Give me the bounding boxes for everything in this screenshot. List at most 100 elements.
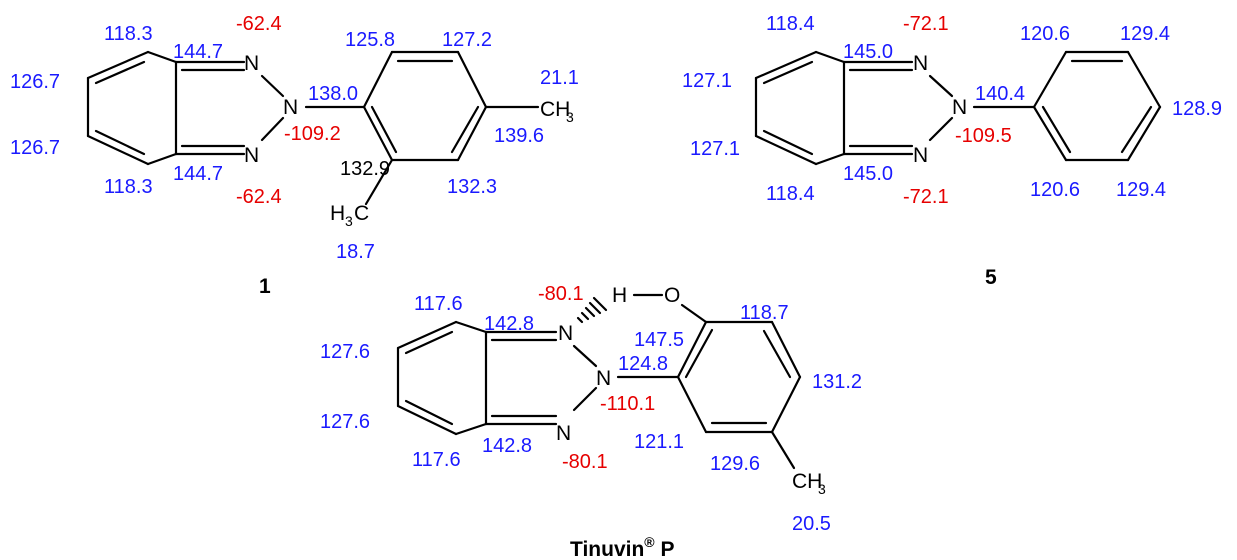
bond	[362, 105, 394, 162]
c13-shift: 127.6	[320, 411, 370, 433]
compound-5-structure	[754, 50, 1162, 166]
n15-shift: -80.1	[562, 451, 608, 473]
n15-shift: -72.1	[903, 186, 949, 208]
n1-atom: N	[244, 52, 259, 75]
c13-shift: 145.0	[843, 41, 893, 63]
bond	[676, 320, 708, 379]
bond	[754, 134, 818, 166]
n3-atom: N	[556, 422, 571, 445]
bond	[146, 50, 178, 64]
c13-shift: 132.9	[340, 158, 390, 180]
oxygen-atom: O	[664, 284, 680, 307]
n3-atom: N	[913, 144, 928, 167]
n2-atom: N	[952, 96, 967, 119]
compound-5-label: 5	[985, 266, 997, 289]
bond	[928, 74, 954, 98]
bond	[770, 430, 796, 470]
c13-shift: 118.4	[766, 13, 815, 35]
c13-shift: 127.1	[690, 138, 740, 160]
bond	[456, 50, 488, 109]
bond	[404, 330, 454, 355]
bond	[1041, 105, 1072, 154]
compound-1-structure	[86, 50, 540, 206]
bond	[86, 50, 150, 80]
hydrogen-bond-hash	[576, 296, 608, 324]
c13-shift: 144.7	[173, 163, 223, 185]
bond	[680, 303, 708, 324]
c13-shift: 118.3	[104, 23, 153, 45]
c13-shift: 117.6	[412, 449, 461, 471]
bond	[770, 375, 802, 434]
n15-shift: -80.1	[538, 283, 584, 305]
c13-shift: 139.6	[494, 125, 544, 147]
bond	[362, 50, 394, 109]
bond	[1120, 105, 1153, 154]
compound-1-label: 1	[259, 275, 271, 298]
c13-shift: 129.6	[710, 453, 760, 475]
bond	[754, 50, 818, 80]
c13-shift: 118.3	[104, 176, 153, 198]
bond	[762, 60, 814, 85]
bond	[814, 50, 846, 64]
ortho-methyl-subscript: 3	[345, 213, 353, 229]
n2-atom: N	[596, 367, 611, 390]
c13-shift: 118.4	[766, 183, 815, 205]
bond	[396, 320, 458, 350]
c13-shift: 127.1	[682, 70, 732, 92]
c13-shift: 127.2	[442, 29, 492, 51]
bond	[456, 105, 488, 162]
c13-shift: 20.5	[792, 513, 831, 535]
c13-shift: 124.8	[618, 353, 668, 375]
bond	[364, 158, 394, 206]
c13-shift: 126.7	[10, 71, 60, 93]
n3-atom: N	[244, 144, 259, 167]
bond	[450, 105, 480, 154]
methyl-subscript: 3	[818, 481, 826, 497]
c13-shift: 126.7	[10, 137, 60, 159]
c13-shift: 128.9	[1172, 98, 1222, 120]
bond	[260, 116, 285, 142]
c13-shift: 132.3	[447, 176, 497, 198]
bond	[454, 422, 488, 436]
c13-shift: 138.0	[308, 83, 358, 105]
bond	[1032, 105, 1068, 162]
bond	[762, 329, 792, 379]
bond	[396, 404, 458, 436]
tinuvin-structure	[396, 293, 802, 470]
c13-shift: 129.4	[1116, 179, 1166, 201]
n15-shift: -109.5	[955, 125, 1012, 147]
bond	[762, 129, 814, 156]
bond	[1126, 105, 1162, 162]
ortho-methyl-c-label: C	[354, 202, 369, 225]
n2-atom: N	[283, 96, 298, 119]
bond	[370, 105, 398, 154]
n15-shift: -62.4	[236, 13, 282, 35]
c13-shift: 144.7	[173, 41, 223, 63]
bond	[94, 129, 146, 156]
bond	[572, 386, 598, 412]
bond	[1032, 50, 1068, 109]
c13-shift: 142.8	[482, 435, 532, 457]
c13-shift: 127.6	[320, 341, 370, 363]
c13-shift: 120.6	[1030, 179, 1080, 201]
n15-shift: -110.1	[600, 393, 655, 415]
c13-shift: 131.2	[812, 371, 862, 393]
c13-shift: 18.7	[336, 241, 375, 263]
c13-shift: 129.4	[1120, 23, 1170, 45]
bond	[684, 328, 714, 379]
bond	[1126, 50, 1162, 109]
bond	[404, 399, 454, 426]
bond	[260, 74, 285, 98]
c13-shift: 21.1	[540, 67, 579, 89]
para-methyl-subscript: 3	[566, 109, 574, 125]
n15-shift: -72.1	[903, 13, 949, 35]
c13-shift: 142.8	[484, 313, 534, 335]
c13-shift: 125.8	[345, 29, 395, 51]
bond	[676, 375, 708, 434]
tinuvin-label: Tinuvin® P	[570, 534, 674, 560]
c13-shift: 147.5	[634, 329, 684, 351]
c13-shift: 121.1	[634, 431, 684, 453]
c13-shift: 120.6	[1020, 23, 1070, 45]
